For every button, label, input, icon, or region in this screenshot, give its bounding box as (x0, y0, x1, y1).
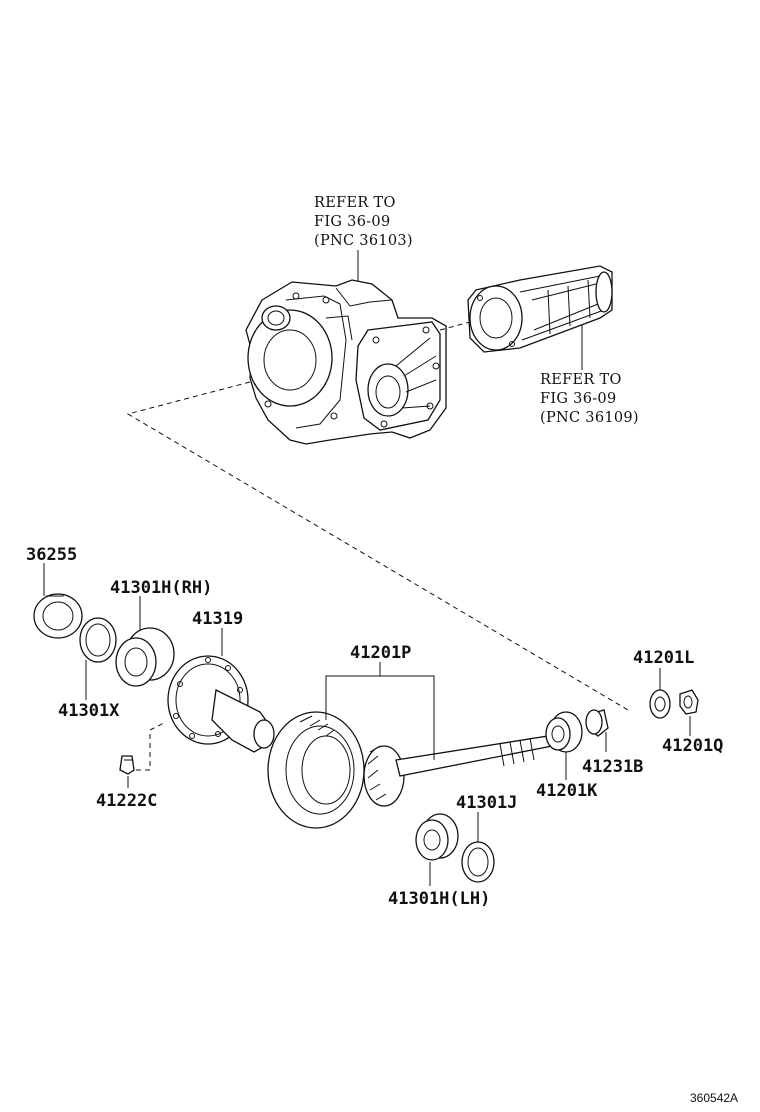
extension-reference-note: REFER TO FIG 36-09 (PNC 36109) (540, 322, 639, 426)
housing-reference-note: REFER TO FIG 36-09 (PNC 36103) (314, 195, 413, 282)
label-41222c: 41222C (96, 791, 157, 811)
part-41201l-washer (649, 689, 671, 719)
part-41319-differential-case (167, 655, 275, 753)
part-41301h-lh-bearing (415, 813, 459, 861)
part-41231b-spacer (585, 709, 609, 737)
label-41201l: 41201L (633, 648, 694, 668)
figure-code: 360542A (690, 1091, 738, 1105)
label-41319: 41319 (192, 609, 243, 629)
housing-ref-line3: (PNC 36103) (314, 233, 413, 249)
part-41201p-ring-gear (267, 711, 365, 829)
part-41201p-drive-pinion (363, 735, 553, 807)
part-41301x-shim (79, 617, 117, 663)
part-41301j-shim (461, 841, 495, 883)
part-41201k-bearing (545, 711, 583, 753)
housing-ref-line1: REFER TO (314, 195, 396, 211)
part-36255-oil-seal (33, 593, 83, 639)
housing-ref-line2: FIG 36-09 (314, 214, 390, 230)
part-41301h-rh-bearing (115, 627, 175, 687)
label-41201k: 41201K (536, 781, 598, 801)
label-41201q: 41201Q (662, 736, 723, 756)
label-41201p: 41201P (350, 643, 411, 663)
assembly-dashed-line (126, 381, 629, 711)
bolt-dashed-line (136, 721, 167, 771)
extension-ref-line2: FIG 36-09 (540, 391, 616, 407)
label-41301x: 41301X (58, 701, 120, 721)
extension-ref-line3: (PNC 36109) (540, 410, 639, 426)
label-41301j: 41301J (456, 793, 517, 813)
label-41231b: 41231B (582, 757, 643, 777)
extension-ref-line1: REFER TO (540, 372, 622, 388)
part-41201q-nut (679, 689, 699, 715)
extension-housing (467, 265, 613, 353)
label-36255: 36255 (26, 545, 77, 565)
differential-housing (245, 279, 447, 445)
part-41222c-bolt (119, 755, 135, 775)
label-41301h-rh: 41301H(RH) (110, 578, 212, 598)
label-41301h-lh: 41301H(LH) (388, 889, 490, 909)
